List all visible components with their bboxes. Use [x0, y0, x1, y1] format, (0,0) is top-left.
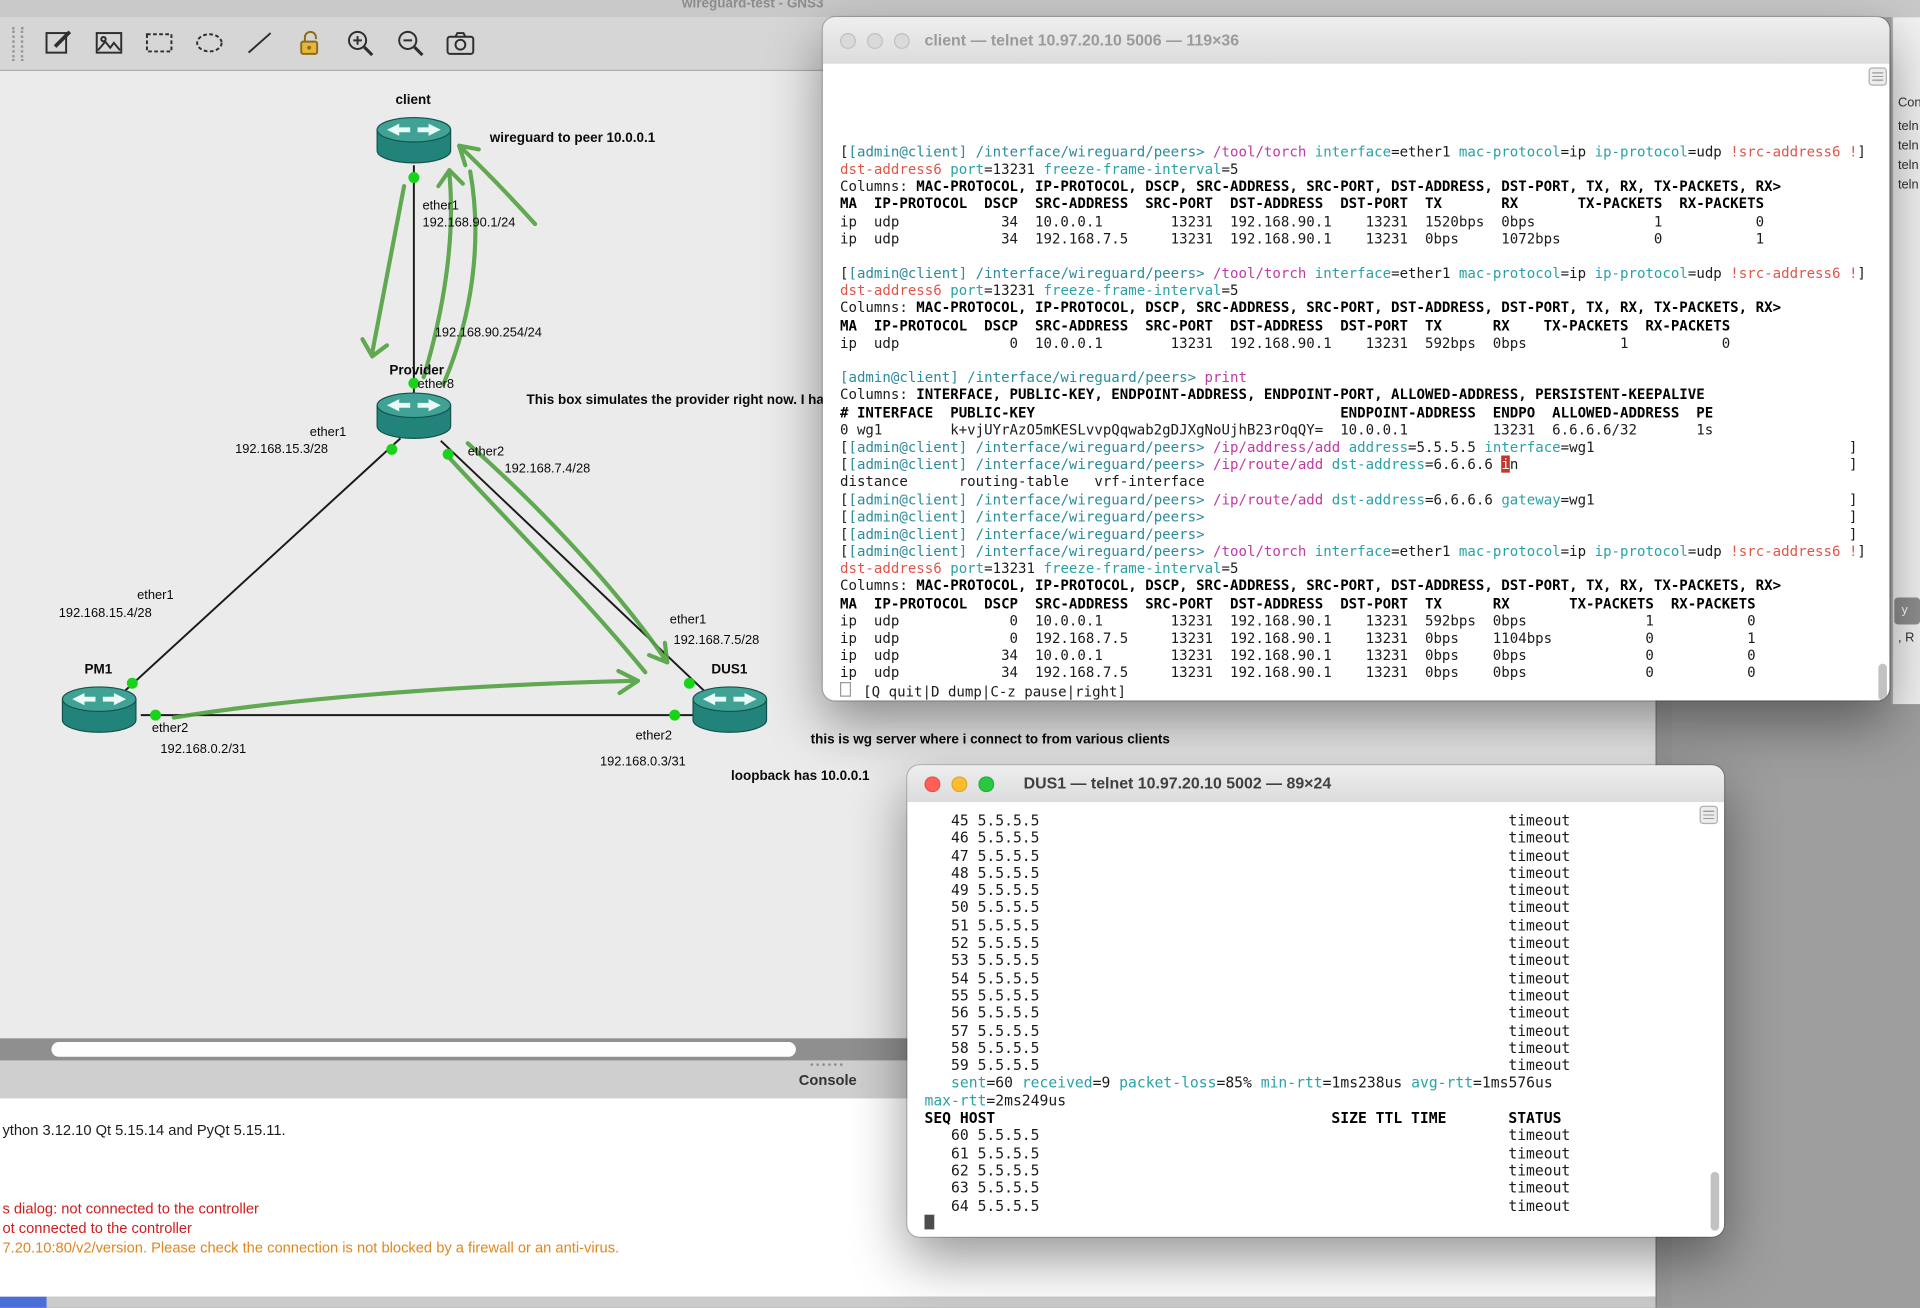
draw-line-icon[interactable]	[240, 24, 279, 63]
close-button[interactable]	[840, 33, 856, 49]
toolbar-drag-handle[interactable]	[12, 26, 23, 60]
terminal-dus1-output[interactable]: 45 5.5.5.5 timeout 46 5.5.5.5 timeout 47…	[907, 802, 1724, 1237]
terminal-client-scrollbar[interactable]	[1878, 664, 1887, 701]
interface-label: ether1	[422, 198, 458, 213]
interface-label: ether1	[310, 425, 346, 440]
add-note-icon[interactable]	[39, 24, 78, 63]
topology-note: this is wg server where i connect to fro…	[811, 732, 1170, 747]
console-message: ython 3.12.10 Qt 5.15.14 and PyQt 5.15.1…	[2, 1122, 285, 1139]
link-provider-pm1[interactable]	[122, 438, 400, 693]
console-message: 7.20.10:80/v2/version. Please check the …	[2, 1239, 619, 1256]
dock-item[interactable]: teln	[1898, 138, 1919, 153]
console-message: ot connected to the controller	[2, 1220, 192, 1237]
node-client[interactable]	[376, 114, 452, 168]
lock-icon[interactable]	[290, 24, 329, 63]
minimize-button[interactable]	[867, 33, 883, 49]
topology-note: This box simulates the provider right no…	[527, 393, 824, 408]
interface-label: 192.168.0.3/31	[600, 754, 686, 769]
close-button[interactable]	[924, 776, 940, 792]
interface-label: 192.168.15.4/28	[59, 606, 152, 621]
titlebar-client[interactable]: client — telnet 10.97.20.10 5006 — 119×3…	[823, 17, 1890, 65]
status-bar	[0, 1297, 1656, 1308]
node-pm1[interactable]	[61, 683, 137, 737]
window-controls	[840, 33, 910, 49]
scrollbar-thumb[interactable]	[51, 1042, 795, 1057]
terminal-client-output[interactable]: [[admin@client] /interface/wireguard/pee…	[823, 64, 1890, 701]
node-dus1[interactable]	[692, 683, 768, 737]
interface-label: 192.168.15.3/28	[235, 442, 328, 457]
dock-item[interactable]: teln	[1898, 158, 1919, 173]
interface-label: ether2	[468, 444, 504, 459]
dock-item: , R	[1898, 631, 1914, 646]
zoom-out-icon[interactable]	[391, 24, 430, 63]
topology-note: loopback has 10.0.0.1	[731, 769, 870, 784]
router-icon	[376, 389, 452, 443]
zoom-button[interactable]	[978, 776, 994, 792]
screenshot-icon[interactable]	[441, 24, 480, 63]
minimize-button[interactable]	[951, 776, 967, 792]
draw-rectangle-icon[interactable]	[140, 24, 179, 63]
interface-label: ether8	[418, 377, 454, 392]
zoom-button[interactable]	[894, 33, 910, 49]
terminal-client-title: client — telnet 10.97.20.10 5006 — 119×3…	[823, 17, 1890, 64]
interface-label: ether2	[636, 729, 672, 744]
console-message: s dialog: not connected to the controlle…	[2, 1200, 258, 1217]
window-controls	[924, 776, 994, 792]
interface-label: 192.168.7.4/28	[504, 462, 590, 477]
terminal-window-client: client — telnet 10.97.20.10 5006 — 119×3…	[823, 17, 1890, 700]
link-status-dots	[127, 172, 695, 721]
app-titlebar: wireguard-test - GNS3	[0, 0, 1920, 17]
topology-note: wireguard to peer 10.0.0.1	[490, 131, 655, 146]
router-icon	[692, 683, 768, 737]
interface-label: 192.168.90.1/24	[422, 216, 515, 231]
terminal-menu-icon[interactable]	[1869, 67, 1887, 85]
zoom-in-icon[interactable]	[340, 24, 379, 63]
console-title: Console	[799, 1071, 857, 1088]
node-provider[interactable]	[376, 389, 452, 443]
dock-button[interactable]: y	[1894, 598, 1920, 625]
interface-label: 192.168.90.254/24	[435, 326, 542, 341]
dock-item[interactable]: teln	[1898, 119, 1919, 134]
draw-ellipse-icon[interactable]	[190, 24, 229, 63]
topology-note: client	[396, 93, 431, 108]
terminal-dus1-title: DUS1 — telnet 10.97.20.10 5002 — 89×24	[907, 765, 1724, 802]
topology-note: DUS1	[711, 662, 747, 677]
terminal-window-dus1: DUS1 — telnet 10.97.20.10 5002 — 89×24 4…	[907, 765, 1724, 1236]
interface-label: ether1	[670, 612, 706, 627]
terminal-menu-icon[interactable]	[1700, 806, 1718, 824]
titlebar-dus1[interactable]: DUS1 — telnet 10.97.20.10 5002 — 89×24	[907, 765, 1724, 803]
router-icon	[376, 114, 452, 168]
topology-note: PM1	[84, 662, 112, 677]
insert-image-icon[interactable]	[89, 24, 128, 63]
terminal-dus1-scrollbar[interactable]	[1711, 1172, 1720, 1231]
interface-label: 192.168.7.5/28	[673, 633, 759, 648]
interface-label: 192.168.0.2/31	[160, 742, 246, 757]
interface-label: ether2	[152, 721, 188, 736]
status-indicator	[0, 1297, 47, 1308]
app-title: wireguard-test - GNS3	[682, 0, 823, 11]
interface-label: ether1	[137, 588, 173, 603]
right-dock-panel: Con teln teln teln teln y , R	[1892, 17, 1920, 704]
router-icon	[61, 683, 137, 737]
dock-item[interactable]: teln	[1898, 178, 1919, 193]
dock-item[interactable]: Con	[1898, 96, 1920, 111]
